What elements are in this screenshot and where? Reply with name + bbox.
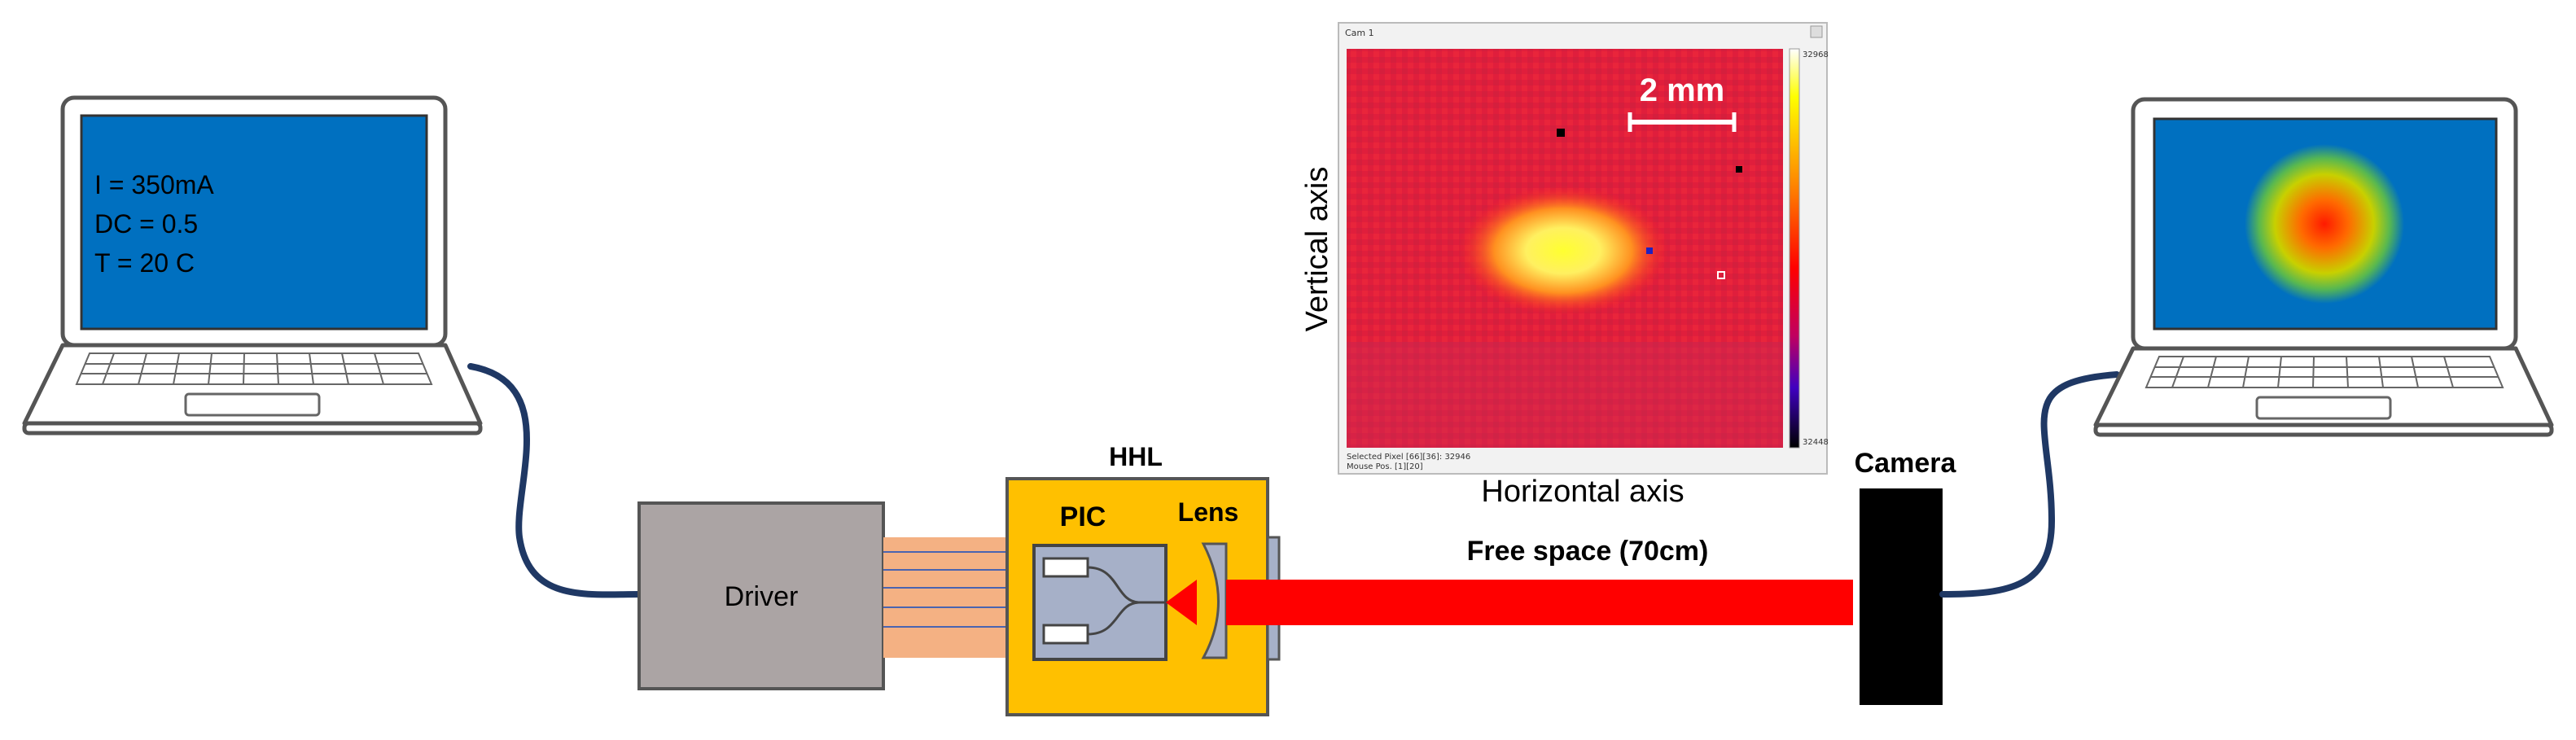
right-laptop-touchpad bbox=[2255, 396, 2392, 420]
window-title: Cam 1 bbox=[1345, 28, 1374, 38]
camera: Camera bbox=[1855, 448, 1957, 705]
camera-body bbox=[1860, 488, 1943, 705]
lens-element bbox=[1201, 542, 1228, 659]
cable-camera-to-laptop bbox=[1939, 371, 2120, 598]
pic-label: PIC bbox=[1060, 501, 1106, 532]
status-line-mouse-pos: Mouse Pos. [1][20] bbox=[1347, 462, 1423, 471]
window-close-button[interactable] bbox=[1810, 25, 1823, 38]
vertical-axis-label: Vertical axis bbox=[1300, 167, 1334, 332]
beam-profile-lower-band bbox=[1347, 342, 1783, 448]
hhl-title: HHL bbox=[1109, 442, 1163, 471]
beam-profile-window: Cam 1 2 mm 32968 32448 Selected Pixel [6… bbox=[1338, 22, 1829, 475]
driver-label: Driver bbox=[725, 581, 799, 612]
lens-label: Lens bbox=[1178, 497, 1239, 527]
left-laptop-touchpad bbox=[184, 392, 321, 417]
right-laptop-beam-spot bbox=[2245, 144, 2404, 304]
hot-pixel bbox=[1736, 166, 1742, 173]
right-laptop bbox=[2093, 97, 2554, 437]
beam-label: Free space (70cm) bbox=[1467, 536, 1709, 567]
colorbar-max: 32968 bbox=[1803, 50, 1829, 59]
colorbar-min: 32448 bbox=[1803, 438, 1829, 447]
hot-pixel bbox=[1646, 247, 1653, 254]
scale-bar-label: 2 mm bbox=[1640, 72, 1725, 108]
pic-waveguide-top bbox=[1042, 557, 1089, 578]
screen-line-current: I = 350mA bbox=[94, 170, 214, 199]
selected-pixel-marker bbox=[1717, 271, 1725, 279]
cable-laptop-to-driver bbox=[467, 363, 642, 598]
left-laptop: I = 350mA DC = 0.5 T = 20 C bbox=[22, 95, 483, 436]
horizontal-axis-label: Horizontal axis bbox=[1481, 475, 1684, 509]
left-laptop-screen bbox=[80, 114, 428, 331]
right-laptop-keyboard bbox=[2144, 356, 2504, 388]
pic-waveguide-bottom bbox=[1042, 624, 1089, 645]
colorbar bbox=[1789, 48, 1800, 449]
left-laptop-keyboard bbox=[75, 352, 433, 385]
pic-combiner bbox=[1087, 566, 1166, 636]
driver-box: Driver bbox=[637, 501, 885, 690]
status-line-selected-pixel: Selected Pixel [66][36]: 32946 bbox=[1347, 453, 1470, 462]
output-cone bbox=[1166, 580, 1197, 625]
fiber-bundle bbox=[883, 537, 1007, 658]
screen-line-duty-cycle: DC = 0.5 bbox=[94, 209, 198, 239]
beam-profile-spot bbox=[1457, 186, 1669, 316]
camera-label: Camera bbox=[1855, 448, 1957, 479]
free-space-beam: Free space (70cm) bbox=[1226, 536, 1853, 625]
hhl-module: HHL PIC Lens bbox=[1005, 442, 1281, 716]
screen-line-temperature: T = 20 C bbox=[94, 248, 195, 278]
hot-pixel bbox=[1557, 129, 1565, 137]
